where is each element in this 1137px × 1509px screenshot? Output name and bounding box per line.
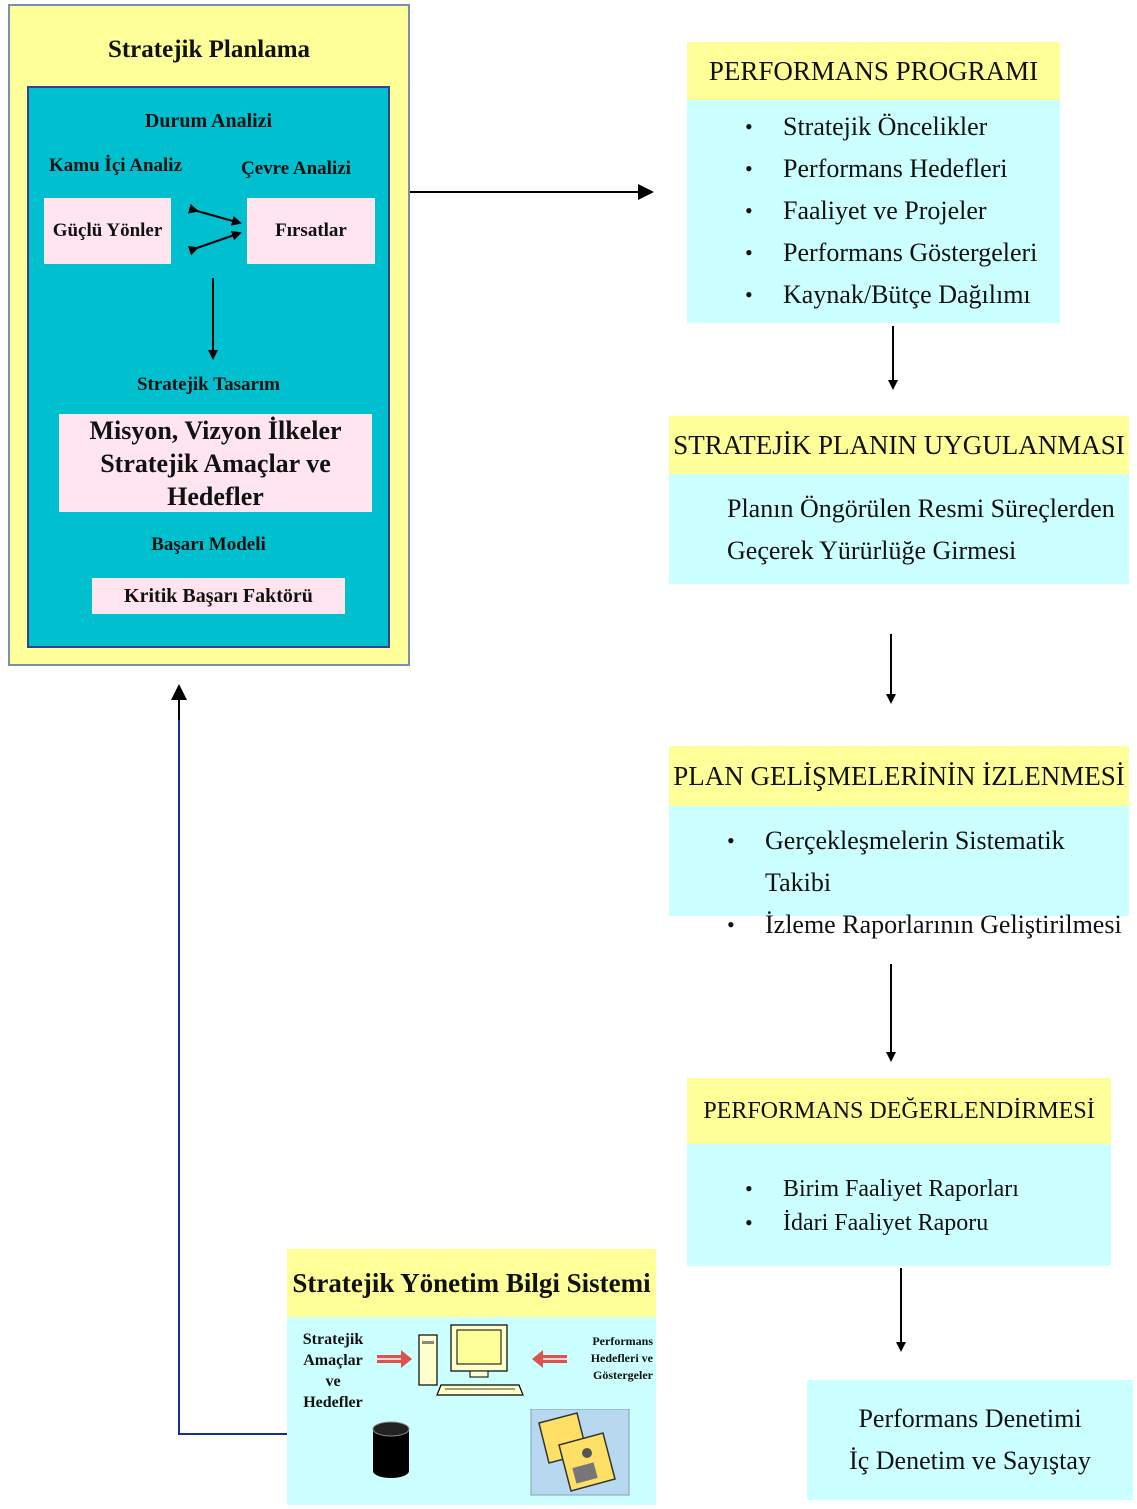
plan-monitoring-header: PLAN GELİŞMELERİNİN İZLENMESİ [669,746,1129,806]
list-item: Performans Göstergeleri [745,232,1037,274]
list-item: Performans Hedefleri [745,148,1037,190]
success-model-label: Başarı Modeli [151,534,266,555]
goals-label-line: Amaçlar [303,1352,363,1369]
implementation-line: Planın Öngörülen Resmi Süreçlerden [727,494,1115,523]
list-item: Gerçekleşmelerin Sistematik Takibi [727,820,1129,904]
information-system-body: Stratejik Amaçlar ve Hedefler Performans… [287,1317,656,1505]
situation-analysis-label: Durum Analizi [144,110,273,132]
opportunities-box: Fırsatlar [247,198,375,264]
critical-success-factor-box: Kritik Başarı Faktörü [92,578,345,614]
mission-line: Hedefler [167,482,264,511]
performance-evaluation-body: Birim Faaliyet Raporları İdari Faaliyet … [687,1144,1111,1266]
indicators-label: Performans Hedefleri ve Göstergeler [569,1333,653,1384]
performance-program-body: Stratejik Öncelikler Performans Hedefler… [687,100,1060,323]
environment-analysis-label: Çevre Analizi [241,158,351,179]
mission-line: Stratejik Amaçlar ve [100,449,331,478]
performance-program-header: PERFORMANS PROGRAMI [687,42,1060,100]
list-item: İzleme Raporlarının Geliştirilmesi [727,904,1129,946]
audit-line: Performans Denetimi [858,1404,1082,1433]
plan-implementation-header: STRATEJİK PLANIN UYGULANMASI [669,416,1129,474]
floppy-disk-icon [530,1409,630,1496]
red-arrow-icon [377,1350,412,1368]
information-system-header: Stratejik Yönetim Bilgi Sistemi [287,1249,656,1317]
performance-audit-box: Performans Denetimi İç Denetim ve Sayışt… [807,1380,1133,1500]
list-item: Faaliyet ve Projeler [745,190,1037,232]
database-icon [372,1421,410,1478]
computer-icon [418,1324,524,1396]
strategic-planning-box: Stratejik Planlama Durum Analizi Kamu İç… [8,4,410,666]
goals-label-line: Stratejik [302,1331,364,1348]
mission-line: Misyon, Vizyon İlkeler [89,416,342,445]
strengths-box: Güçlü Yönler [44,198,171,264]
plan-monitoring-body: Gerçekleşmelerin Sistematik Takibi İzlem… [669,806,1129,946]
strategic-design-label: Stratejik Tasarım [136,374,281,395]
indicators-label-line: Göstergeler [593,1368,653,1382]
goals-label-line: ve [325,1373,341,1390]
indicators-label-line: Performans [592,1334,653,1348]
list-item: Birim Faaliyet Raporları [745,1172,1019,1206]
list-item: Stratejik Öncelikler [745,106,1037,148]
goals-label: Stratejik Amaçlar ve Hedefler [287,1329,379,1413]
goals-label-line: Hedefler [303,1394,363,1411]
list-item: İdari Faaliyet Raporu [745,1206,1019,1240]
list-item: Kaynak/Bütçe Dağılımı [745,274,1037,316]
analysis-panel: Durum Analizi Kamu İçi Analiz Çevre Anal… [27,86,390,648]
indicators-label-line: Hedefleri ve [590,1351,653,1365]
internal-analysis-label: Kamu İçi Analiz [49,155,183,176]
audit-line: İç Denetim ve Sayıştay [849,1446,1091,1475]
mission-vision-box: Misyon, Vizyon İlkeler Stratejik Amaçlar… [59,414,372,512]
implementation-line: Geçerek Yürürlüğe Girmesi [727,536,1017,565]
red-arrow-icon [532,1350,567,1368]
plan-implementation-body: Planın Öngörülen Resmi Süreçlerden Geçer… [669,474,1129,584]
strategic-planning-title: Stratejik Planlama [107,36,311,63]
performance-evaluation-header: PERFORMANS DEĞERLENDİRMESİ [687,1078,1111,1144]
